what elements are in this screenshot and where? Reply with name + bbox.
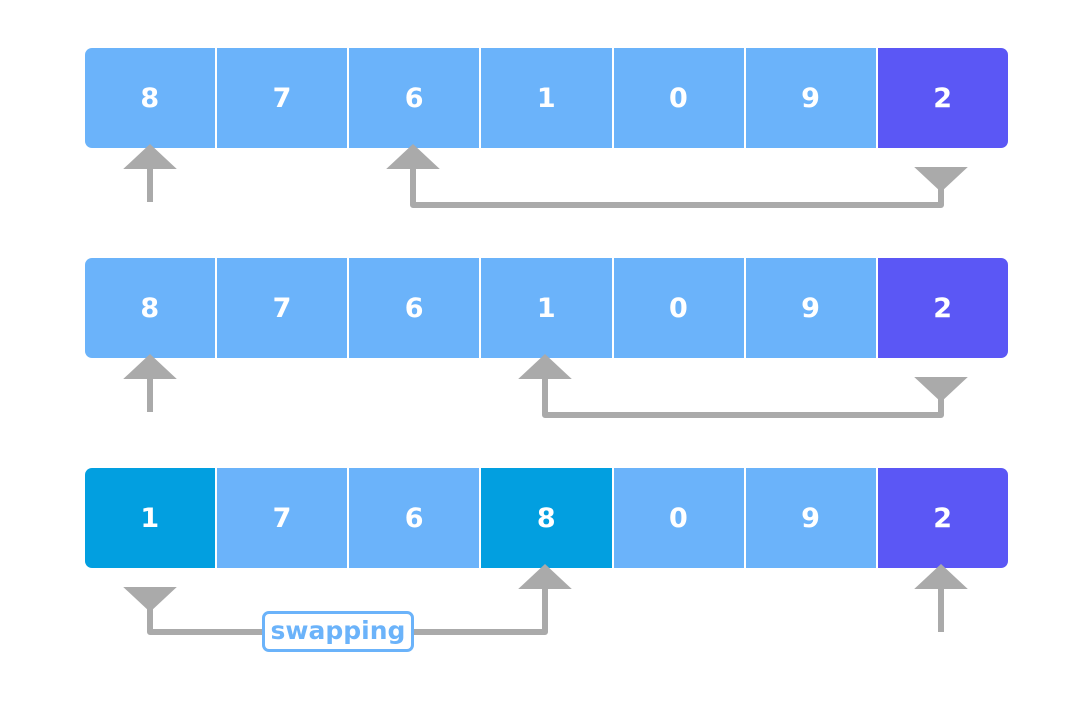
array-cell: 1 [85, 468, 216, 568]
array-cell: 6 [349, 468, 480, 568]
row-2-arrows [123, 354, 968, 418]
array-cell: 0 [613, 258, 744, 358]
swapping-label: swapping [262, 611, 414, 652]
array-cell: 0 [613, 48, 744, 148]
array-cell: 9 [745, 258, 876, 358]
array-cell: 1 [481, 258, 612, 358]
array-cell: 8 [85, 258, 216, 358]
array-cell: 7 [217, 258, 348, 358]
row-1-swap-connector [386, 144, 968, 208]
array-cell: 9 [745, 48, 876, 148]
array-cell: 0 [613, 468, 744, 568]
array-cell: 9 [745, 468, 876, 568]
array-cell: 8 [85, 48, 216, 148]
array-cell: 6 [349, 48, 480, 148]
array-cell: 2 [877, 258, 1008, 358]
row-2-swap-connector [518, 354, 968, 418]
row-1-arrows [123, 144, 968, 208]
array-cell: 6 [349, 258, 480, 358]
array-cell: 2 [877, 468, 1008, 568]
array-cell: 7 [217, 48, 348, 148]
array-cell: 2 [877, 48, 1008, 148]
array-cell: 7 [217, 468, 348, 568]
array-cell: 1 [481, 48, 612, 148]
array-cell: 8 [481, 468, 612, 568]
